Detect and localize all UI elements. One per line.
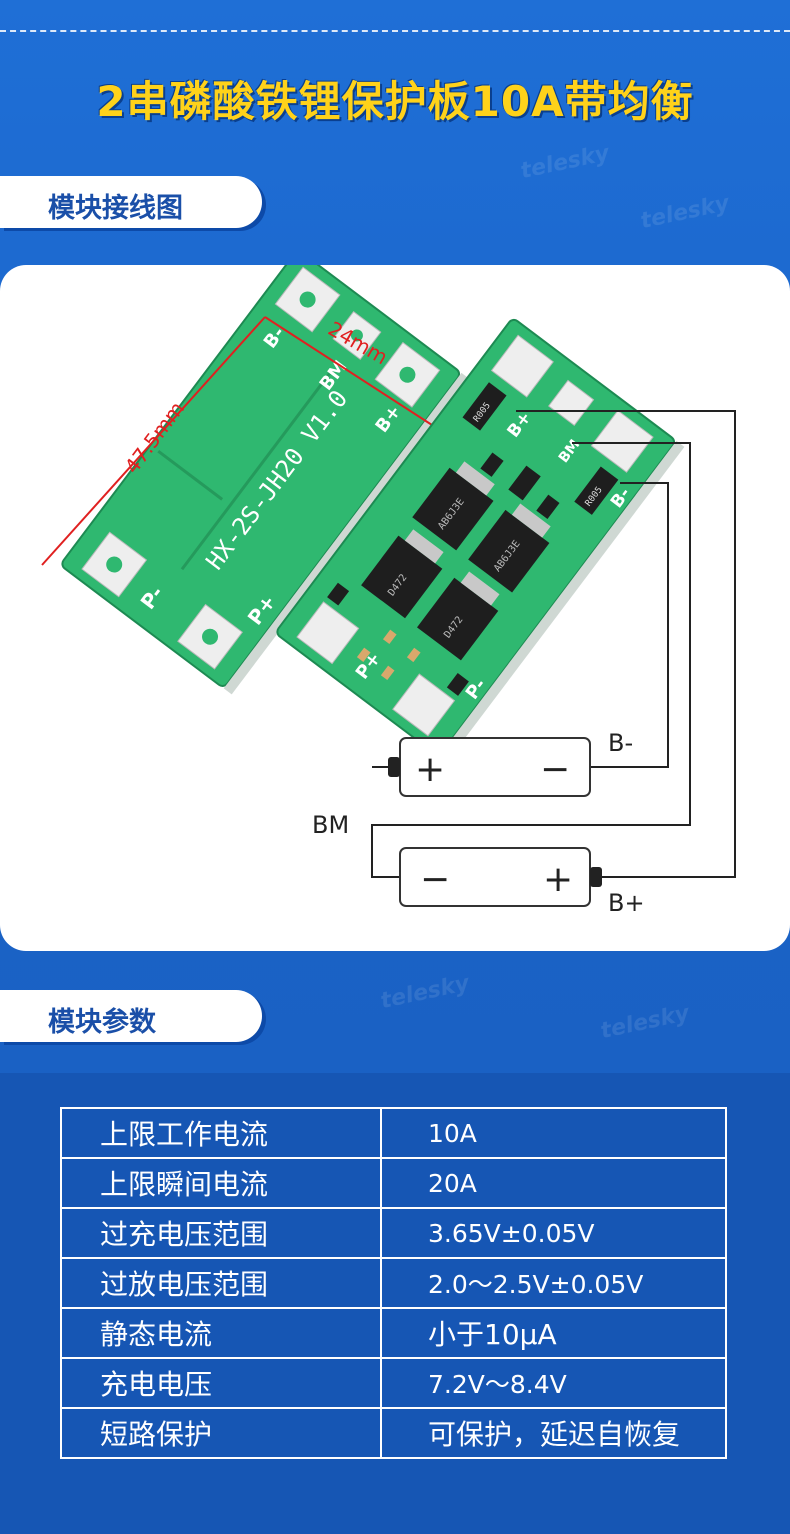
battery-minus-sign: − <box>420 859 450 900</box>
param-key: 过充电压范围 <box>60 1207 382 1259</box>
param-value: 小于10μA <box>380 1307 727 1359</box>
param-key: 上限工作电流 <box>60 1107 382 1159</box>
table-row: 过放电压范围 2.0～2.5V±0.05V <box>60 1257 727 1309</box>
watermark: telesky <box>378 970 472 1015</box>
table-row: 过充电压范围 3.65V±0.05V <box>60 1207 727 1259</box>
param-value: 10A <box>380 1107 727 1159</box>
table-row: 静态电流 小于10μA <box>60 1307 727 1359</box>
param-key: 上限瞬间电流 <box>60 1157 382 1209</box>
params-table: 上限工作电流 10A 上限瞬间电流 20A 过充电压范围 3.65V±0.05V… <box>60 1107 727 1459</box>
param-value: 3.65V±0.05V <box>380 1207 727 1259</box>
table-row: 上限瞬间电流 20A <box>60 1157 727 1209</box>
param-key: 过放电压范围 <box>60 1257 382 1309</box>
dimension-line-length <box>41 316 266 566</box>
top-dashed-divider <box>0 30 790 32</box>
section-tab-wiring: 模块接线图 <box>0 176 262 228</box>
param-value: 7.2V～8.4V <box>380 1357 727 1409</box>
watermark: telesky <box>518 140 612 185</box>
param-value: 2.0～2.5V±0.05V <box>380 1257 727 1309</box>
table-row: 充电电压 7.2V～8.4V <box>60 1357 727 1409</box>
table-row: 上限工作电流 10A <box>60 1107 727 1159</box>
wire-label-bm: BM <box>312 811 349 839</box>
param-value: 可保护，延迟自恢复 <box>380 1407 727 1459</box>
section-tab-params: 模块参数 <box>0 990 262 1042</box>
watermark: telesky <box>638 190 732 235</box>
watermark: telesky <box>598 1000 692 1045</box>
page-title: 2串磷酸铁锂保护板10A带均衡 <box>96 77 694 126</box>
pcb-board-back: HX-2S-JH20 V1.0 P- P+ BM B+ B- <box>61 265 470 695</box>
dimension-line-width <box>264 316 433 426</box>
wires <box>371 410 736 878</box>
wire-label-b-plus: B+ <box>608 889 645 917</box>
param-key: 短路保护 <box>60 1407 382 1459</box>
wiring-diagram: HX-2S-JH20 V1.0 P- P+ BM B+ B- 47.5mm 24… <box>41 265 736 917</box>
param-key: 充电电压 <box>60 1357 382 1409</box>
wiring-diagram-card: HX-2S-JH20 V1.0 P- P+ BM B+ B- 47.5mm 24… <box>0 265 790 951</box>
pcb-board-front: D472 D472 AB6J3E AB6J3E R005 R005 P+ P- … <box>276 318 685 763</box>
param-key: 静态电流 <box>60 1307 382 1359</box>
battery-plus-sign: + <box>415 749 445 790</box>
battery-minus-sign: − <box>540 749 570 790</box>
section-tab-label: 模块参数 <box>48 1007 156 1038</box>
section-tab-label: 模块接线图 <box>48 193 183 224</box>
table-row: 短路保护 可保护，延迟自恢复 <box>60 1407 727 1459</box>
param-value: 20A <box>380 1157 727 1209</box>
battery-top: + − <box>388 737 591 797</box>
battery-bottom: − + <box>399 847 602 907</box>
wire-label-b-minus: B- <box>608 729 633 757</box>
battery-plus-sign: + <box>543 859 573 900</box>
